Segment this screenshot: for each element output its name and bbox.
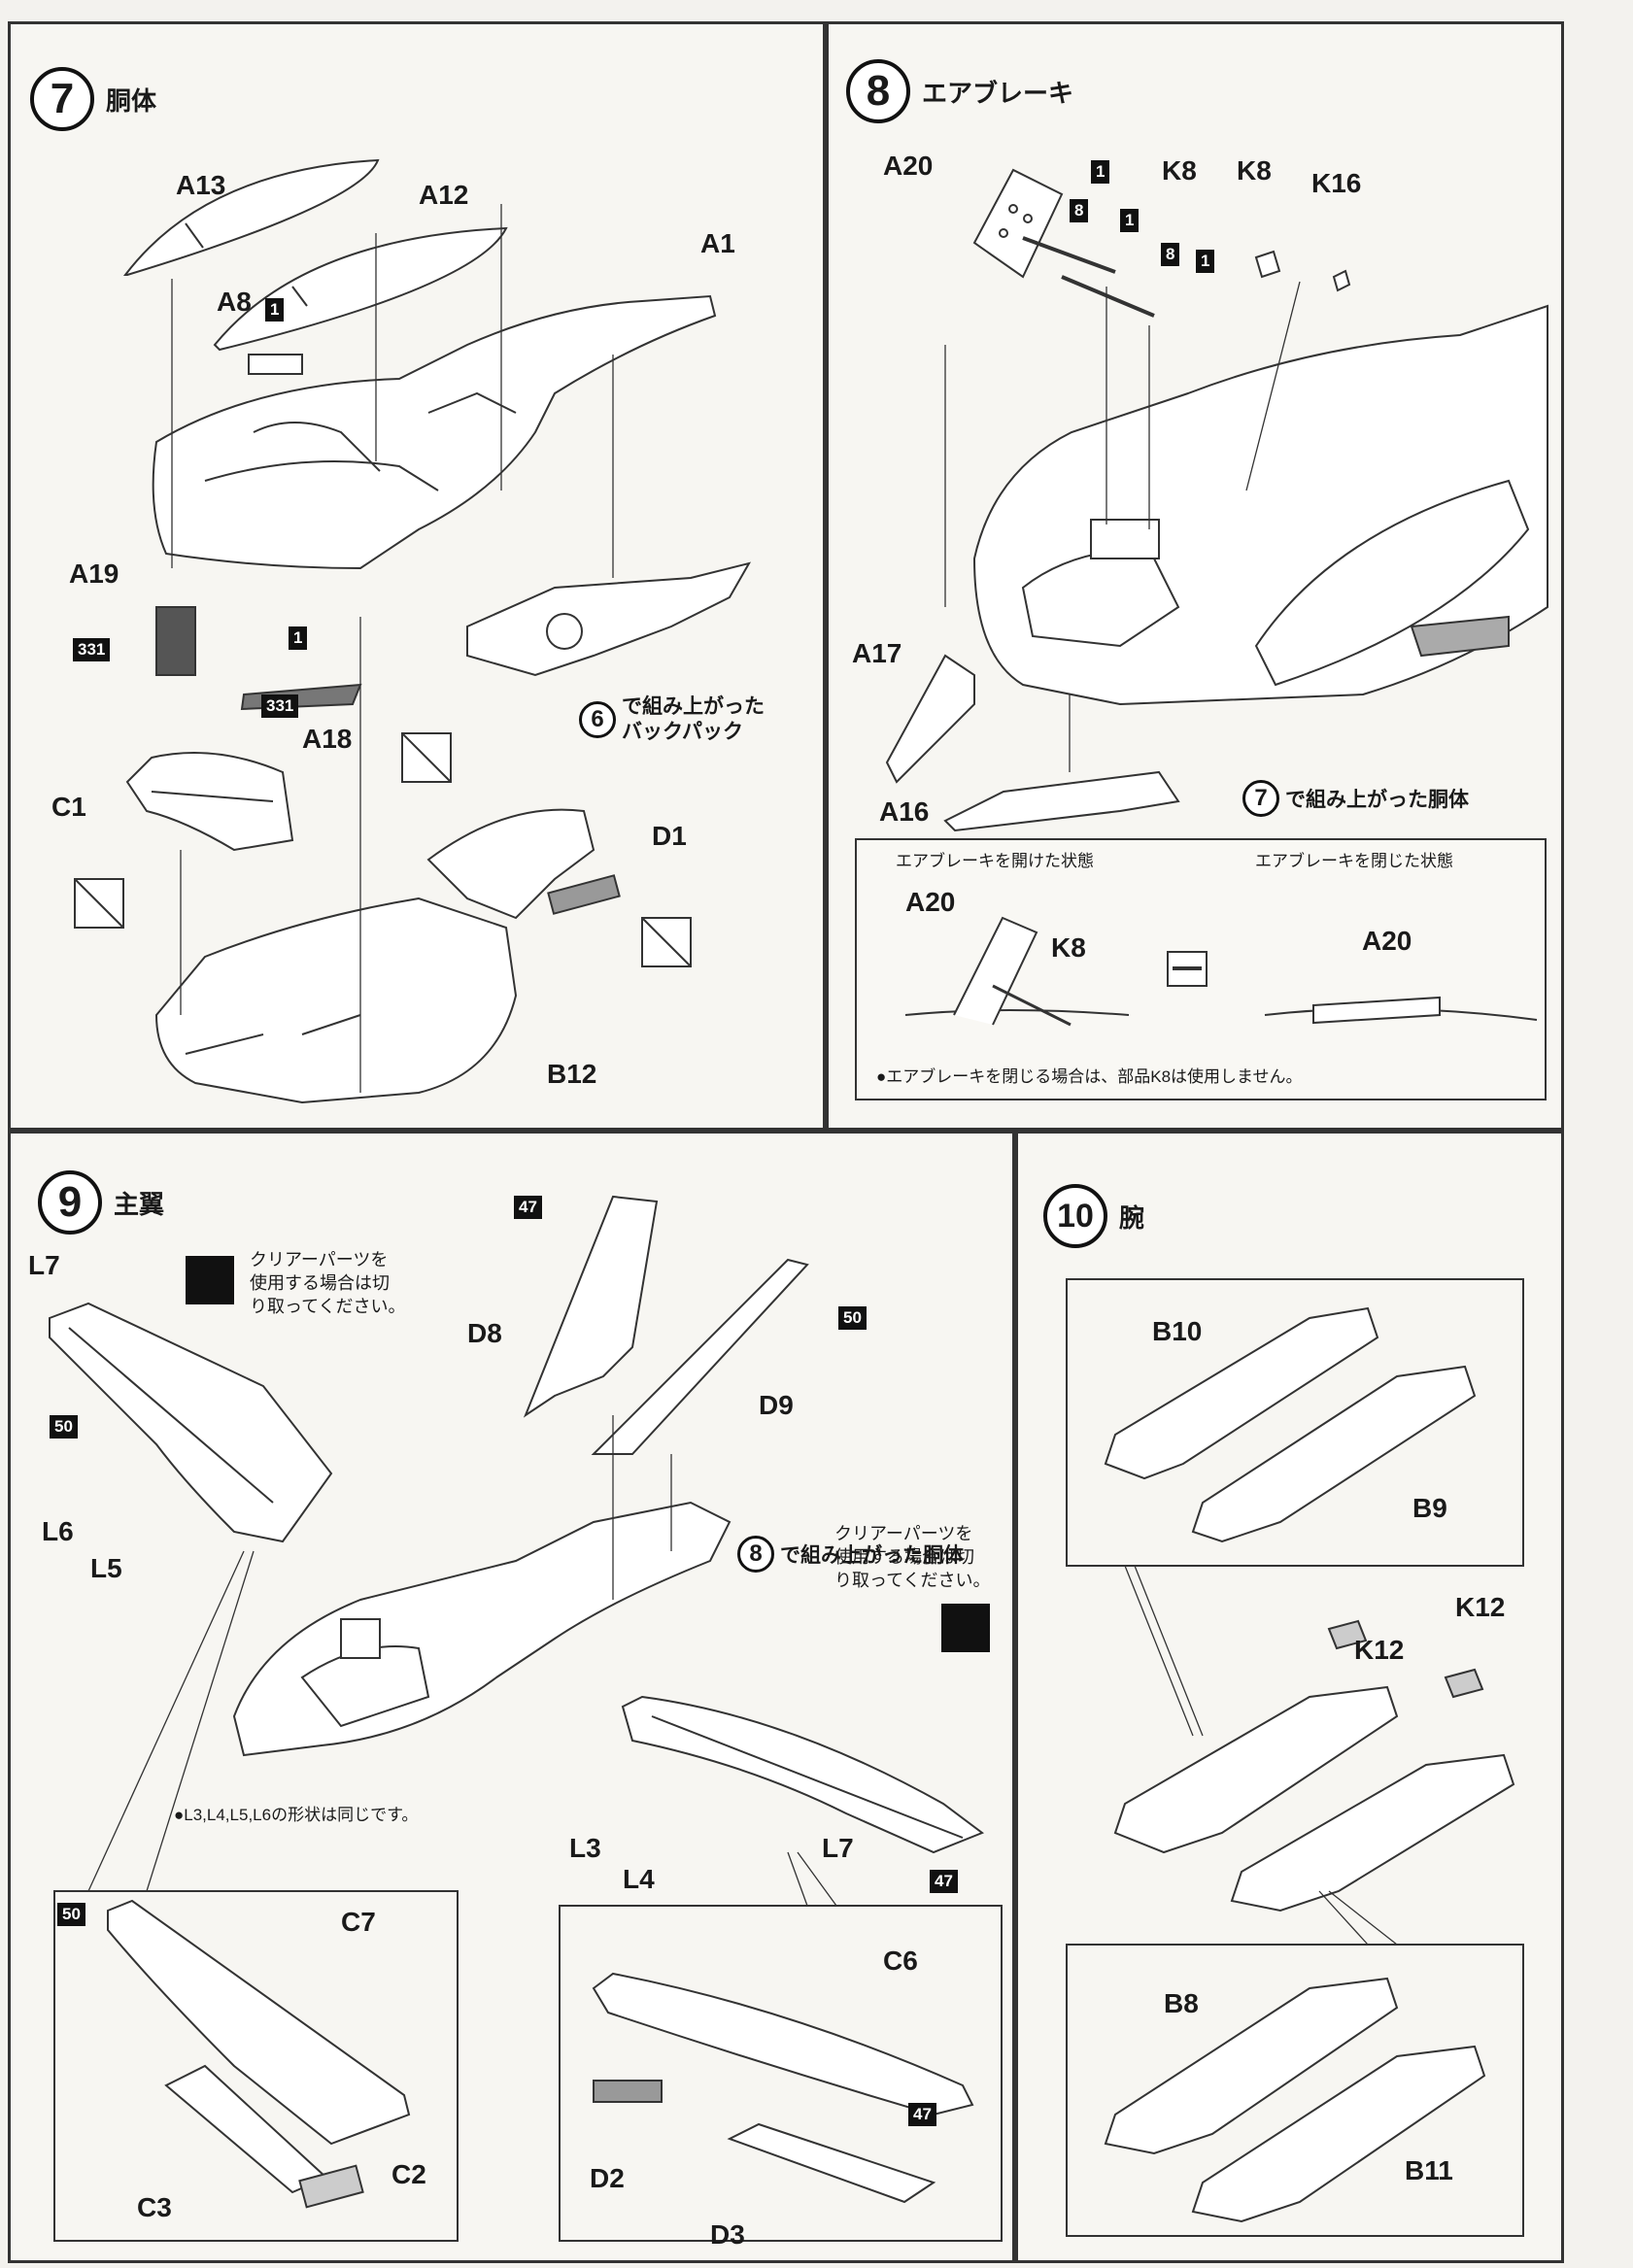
label-a20: A20 <box>883 151 934 181</box>
step8-header: 8 エアブレーキ <box>846 59 1073 123</box>
label-l6: L6 <box>42 1516 74 1546</box>
backpack-ref: 6 で組み上がった バックパック <box>579 694 765 745</box>
step7-panel: 7 胴体 <box>8 21 826 1131</box>
label-l5: L5 <box>90 1553 122 1583</box>
label-a19: A19 <box>69 559 119 589</box>
step7-number: 7 <box>30 67 94 131</box>
code-d8: 47 <box>514 1196 542 1219</box>
inset-open-title: エアブレーキを開けた状態 <box>896 852 1094 870</box>
label-b10: B10 <box>1152 1316 1203 1346</box>
code-c7: 50 <box>57 1903 85 1926</box>
label-a1: A1 <box>700 228 735 258</box>
code-l7-right: 47 <box>930 1870 958 1893</box>
label-k8-b: K8 <box>1237 155 1272 186</box>
shape-note: ●L3,L4,L5,L6の形状は同じです。 <box>174 1806 419 1824</box>
code-c6: 47 <box>908 2103 936 2126</box>
step10-number: 10 <box>1043 1184 1107 1248</box>
clear-note-right-1: クリアーパーツを <box>834 1524 973 1543</box>
clear-note-left-1: クリアーパーツを <box>250 1250 389 1269</box>
label-k8-a: K8 <box>1162 155 1197 186</box>
label-l7-right: L7 <box>822 1833 854 1863</box>
label-l7-left: L7 <box>28 1250 60 1280</box>
code-l7-left: 50 <box>50 1415 78 1439</box>
code-k8-1a: 1 <box>1120 209 1140 232</box>
body-ref-step9: 8 で組み上がった胴体 <box>737 1536 964 1573</box>
label-b12: B12 <box>547 1059 597 1089</box>
step7-header: 7 胴体 <box>30 67 156 131</box>
clear-parts-icon-left <box>186 1256 234 1304</box>
clear-note-left: クリアーパーツを 使用する場合は切 り取ってください。 <box>250 1248 406 1318</box>
step7-fuselage-drawing <box>74 158 752 1104</box>
step9-number: 9 <box>38 1170 102 1235</box>
label-k12-b: K12 <box>1455 1592 1506 1622</box>
code-k8-8a: 8 <box>1070 199 1089 222</box>
label-b8: B8 <box>1164 1988 1199 2018</box>
code-k8-8b: 8 <box>1161 243 1180 266</box>
clear-note-left-3: り取ってください。 <box>250 1297 406 1316</box>
code-d9: 50 <box>838 1306 867 1330</box>
label-d2: D2 <box>590 2163 625 2193</box>
step8-panel: 8 エアブレーキ <box>826 21 1564 1131</box>
body-ref-step9-number: 8 <box>737 1536 774 1573</box>
step8-title: エアブレーキ <box>922 78 1074 108</box>
code-a20: 1 <box>1091 160 1110 184</box>
label-d1: D1 <box>652 821 687 851</box>
label-c6: C6 <box>883 1946 918 1976</box>
code-k8-1b: 1 <box>1196 250 1215 273</box>
label-b9: B9 <box>1412 1493 1447 1523</box>
step10-panel: 10 腕 B10 B9 K12 K12 B8 B11 <box>1015 1131 1564 2263</box>
label-c3: C3 <box>137 2192 172 2222</box>
label-d8: D8 <box>467 1318 502 1348</box>
step10-title: 腕 <box>1119 1202 1145 1233</box>
code-a18-top: 1 <box>289 626 308 650</box>
body-ref-step9-text: で組み上がった胴体 <box>780 1544 964 1567</box>
label-c7: C7 <box>341 1907 376 1937</box>
inset-label-a20-open: A20 <box>905 887 956 917</box>
step9-panel: 9 主翼 <box>8 1131 1015 2263</box>
backpack-ref-number: 6 <box>579 701 616 738</box>
body-ref-step8-text: で組み上がった胴体 <box>1285 789 1469 811</box>
label-a18: A18 <box>302 724 353 754</box>
label-a8: A8 <box>217 287 252 317</box>
step8-airbrake-drawing <box>885 168 1548 832</box>
label-k12-a: K12 <box>1354 1635 1405 1665</box>
label-a17: A17 <box>852 638 902 668</box>
label-c1: C1 <box>51 792 86 822</box>
airbrake-inset: エアブレーキを開けた状態 エアブレーキを閉じた状態 A20 K8 A20 ●エア… <box>855 838 1547 1100</box>
label-d9: D9 <box>759 1390 794 1420</box>
step7-title: 胴体 <box>106 85 157 116</box>
inset-drawing <box>904 916 1538 1027</box>
step8-number: 8 <box>846 59 910 123</box>
inset-label-a20-closed: A20 <box>1362 926 1412 956</box>
inset-label-k8: K8 <box>1051 932 1086 963</box>
clear-note-right-3: り取ってください。 <box>834 1571 991 1590</box>
label-c2: C2 <box>391 2159 426 2189</box>
step10-arm-drawing <box>1066 1278 1524 2237</box>
code-a19: 331 <box>73 638 111 661</box>
body-ref-step8: 7 で組み上がった胴体 <box>1242 780 1469 817</box>
label-a16: A16 <box>879 796 930 827</box>
inset-closed-title: エアブレーキを閉じた状態 <box>1255 852 1453 870</box>
label-l4: L4 <box>623 1864 655 1894</box>
step9-header: 9 主翼 <box>38 1170 164 1235</box>
label-a13: A13 <box>176 170 226 200</box>
clear-parts-icon-right <box>941 1604 990 1652</box>
label-b11: B11 <box>1405 2155 1453 2185</box>
step10-header: 10 腕 <box>1043 1184 1144 1248</box>
code-a8: 1 <box>265 298 285 322</box>
clear-note-left-2: 使用する場合は切 <box>250 1273 390 1293</box>
body-ref-step8-number: 7 <box>1242 780 1279 817</box>
clear-note-right-2: 使用する場合は切 <box>834 1547 974 1567</box>
label-a12: A12 <box>419 180 469 210</box>
step9-wing-drawing <box>49 1195 1003 2242</box>
label-l3: L3 <box>569 1833 601 1863</box>
inset-note: ●エアブレーキを閉じる場合は、部品K8は使用しません。 <box>876 1067 1303 1086</box>
code-a18: 331 <box>261 694 299 718</box>
backpack-ref-text2: バックパック <box>622 721 743 743</box>
label-k16: K16 <box>1311 168 1362 198</box>
label-d3: D3 <box>710 2219 745 2250</box>
step9-title: 主翼 <box>114 1189 165 1219</box>
clear-note-right: クリアーパーツを 使用する場合は切 り取ってください。 <box>834 1522 991 1592</box>
backpack-ref-text1: で組み上がった <box>622 695 765 718</box>
